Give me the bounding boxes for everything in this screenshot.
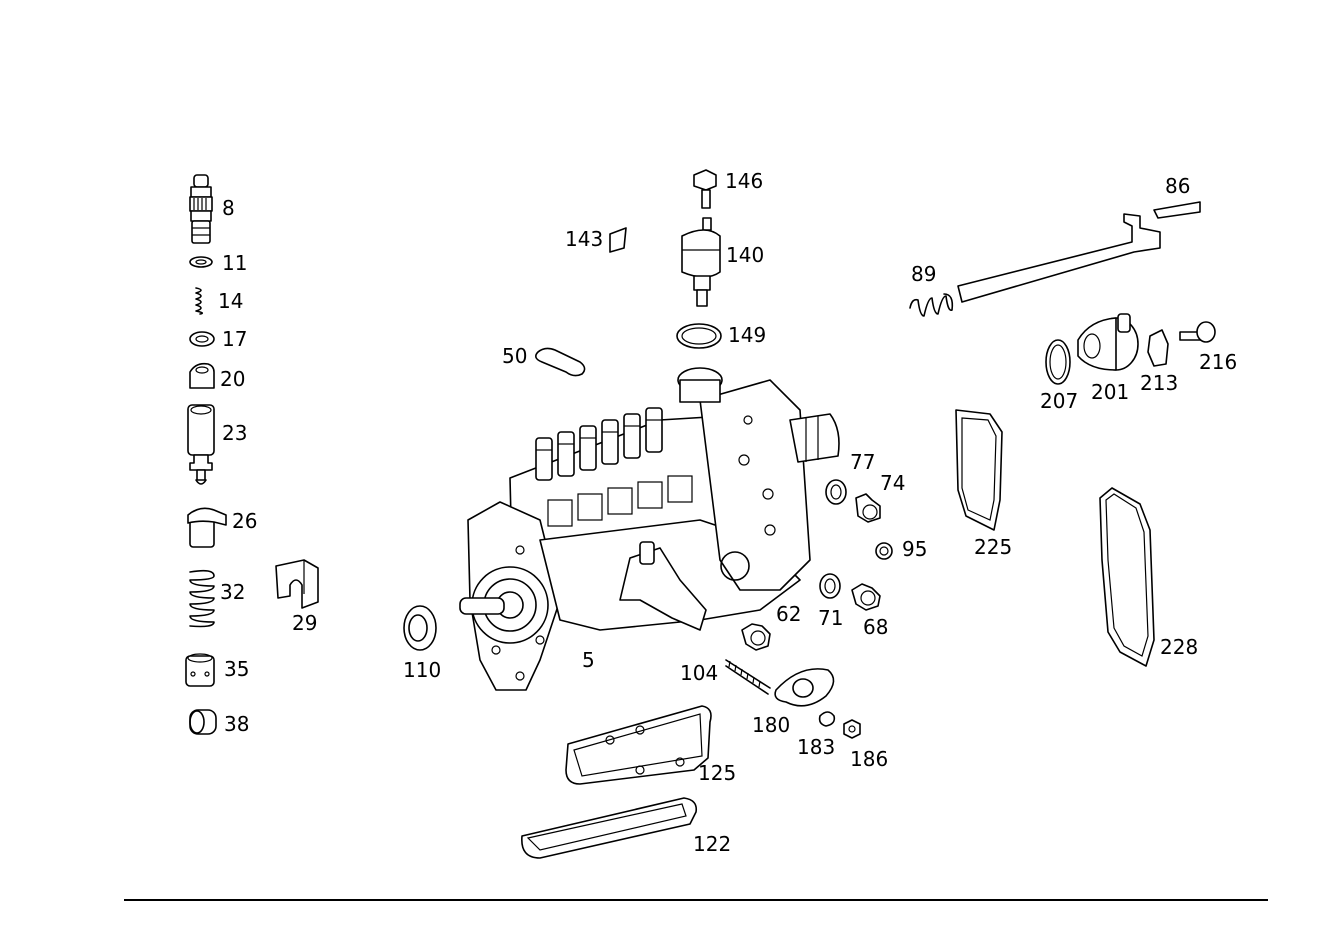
part-11-washer-drawing [189,256,213,268]
part-201-actuator-drawing [1077,313,1139,371]
part-29-clip-drawing [275,559,319,609]
part-89-spring-drawing [909,293,954,317]
bottom-rule [124,899,1268,901]
part-77-seal-ring-drawing [825,479,847,505]
callout-104: 104 [680,661,718,685]
part-26-control-sleeve-drawing [187,507,227,548]
callout-77: 77 [850,450,875,474]
part-225-gasket-drawing [955,409,1003,531]
callout-143: 143 [565,227,603,251]
callout-8: 8 [222,196,235,220]
part-228-gasket-drawing [1099,487,1155,667]
part-213-bracket-drawing [1147,329,1169,367]
part-125-cover-gasket-drawing [565,705,712,785]
callout-180: 180 [752,713,790,737]
callout-32: 32 [220,580,245,604]
part-86-control-rod-drawing [957,201,1201,303]
part-140-overflow-valve-drawing [681,217,721,307]
part-50-gasket-drawing [534,347,586,377]
callout-14: 14 [218,289,243,313]
callout-186: 186 [850,747,888,771]
part-14-spring-drawing [195,287,204,315]
callout-29: 29 [292,611,317,635]
callout-225: 225 [974,535,1012,559]
part-186-nut-drawing [843,719,861,739]
callout-62: 62 [776,602,801,626]
part-122-gasket-drawing [521,797,698,859]
part-8-plunger-drawing [189,174,213,244]
part-5-injection-pump-drawing [459,367,840,691]
part-32-spring-drawing [189,569,215,628]
part-180-flange-gasket-drawing [774,668,835,707]
callout-110: 110 [403,658,441,682]
part-104-stud-drawing [725,659,771,695]
part-143-tab-drawing [609,227,627,253]
part-71-seal-ring-drawing [819,573,841,599]
part-149-seal-ring-drawing [676,323,722,349]
callout-50: 50 [502,344,527,368]
callout-146: 146 [725,169,763,193]
callout-11: 11 [222,251,247,275]
callout-17: 17 [222,327,247,351]
callout-140: 140 [726,243,764,267]
callout-89: 89 [911,262,936,286]
callout-86: 86 [1165,174,1190,198]
callout-5: 5 [582,648,595,672]
callout-20: 20 [220,367,245,391]
callout-228: 228 [1160,635,1198,659]
part-74-plug-drawing [855,493,881,523]
callout-71: 71 [818,606,843,630]
callout-68: 68 [863,615,888,639]
callout-122: 122 [693,832,731,856]
part-207-seal-ring-drawing [1045,339,1071,385]
callout-125: 125 [698,761,736,785]
callout-74: 74 [880,471,905,495]
part-62-plug-drawing [741,623,771,651]
callout-95: 95 [902,537,927,561]
callout-35: 35 [224,657,249,681]
callout-38: 38 [224,712,249,736]
part-183-lock-washer-drawing [818,711,836,727]
part-146-banjo-bolt-drawing [693,169,717,209]
part-17-spring-seat-drawing [189,331,215,347]
callout-216: 216 [1199,350,1237,374]
callout-201: 201 [1091,380,1129,404]
part-38-roller-drawing [189,709,217,735]
callout-23: 23 [222,421,247,445]
part-110-shaft-seal-drawing [403,605,437,651]
part-23-barrel-drawing [187,404,215,485]
callout-149: 149 [728,323,766,347]
part-68-plug-drawing [851,583,881,611]
part-216-screw-drawing [1179,321,1216,343]
callout-26: 26 [232,509,257,533]
part-35-sleeve-drawing [185,653,215,687]
callout-213: 213 [1140,371,1178,395]
part-20-cap-drawing [189,362,215,389]
callout-183: 183 [797,735,835,759]
callout-207: 207 [1040,389,1078,413]
part-95-washer-drawing [875,542,893,560]
